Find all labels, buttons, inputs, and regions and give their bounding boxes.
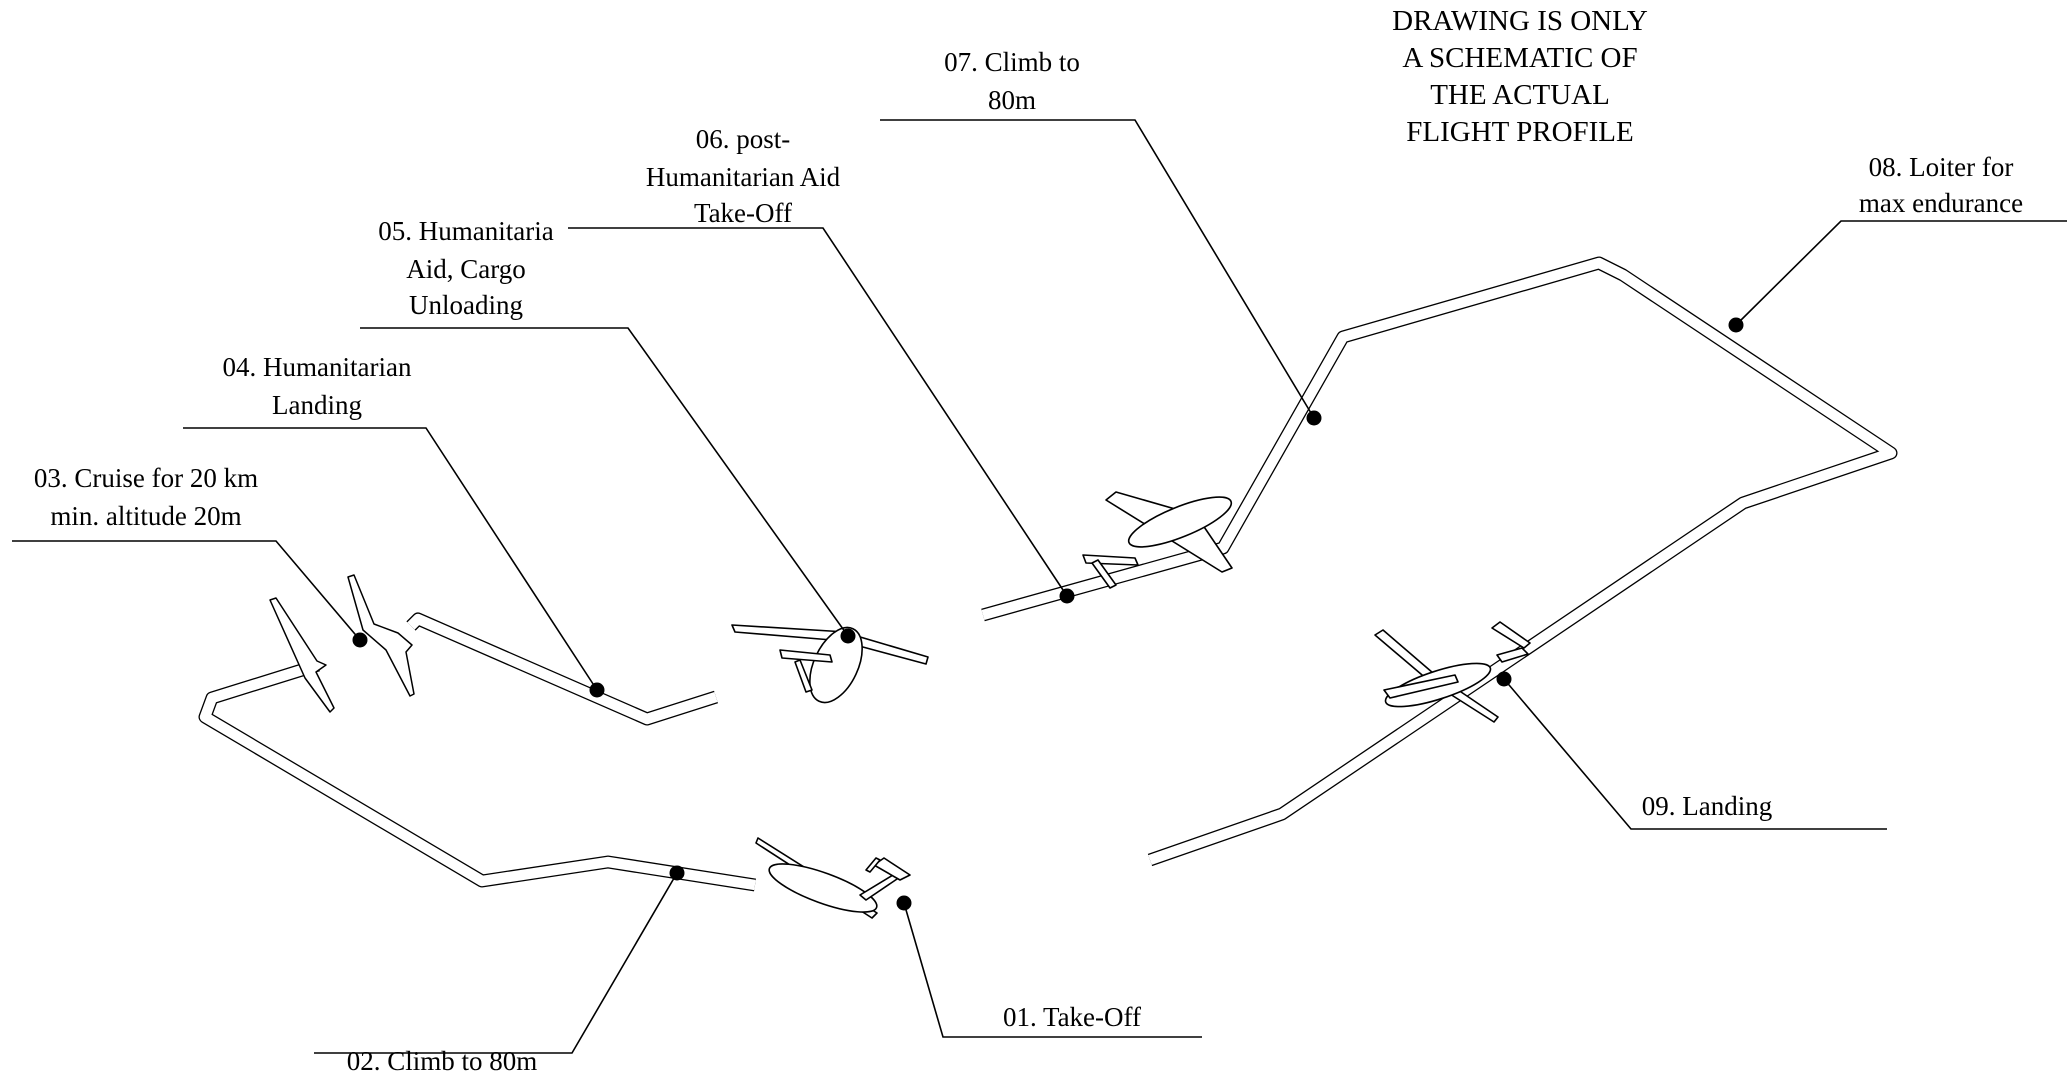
marker-07	[1306, 410, 1322, 426]
tail-fin-left-icon	[269, 597, 335, 713]
flight-path-segment-2	[406, 612, 718, 726]
note-line-2: A SCHEMATIC OF	[1402, 42, 1637, 74]
label-03-line-2: min. altitude 20m	[50, 501, 241, 531]
marker-01	[896, 895, 912, 911]
label-06-line-2: Humanitarian Aid	[646, 162, 841, 192]
label-02-line-1: 02. Climb to 80m	[347, 1046, 538, 1076]
aircraft-takeoff-icon	[755, 837, 911, 919]
leader-04	[183, 427, 598, 691]
label-05-line-3: Unloading	[409, 290, 523, 320]
note-line-4: FLIGHT PROFILE	[1406, 116, 1633, 148]
label-09-line-1: 09. Landing	[1642, 791, 1772, 821]
leader-06	[568, 227, 1068, 597]
label-07-line-2: 80m	[988, 85, 1036, 115]
label-05-line-2: Aid, Cargo	[406, 254, 526, 284]
marker-03	[352, 632, 368, 648]
label-08-line-2: max endurance	[1859, 188, 2023, 218]
label-04-line-1: 04. Humanitarian	[223, 352, 412, 382]
marker-04	[589, 682, 605, 698]
phase-markers	[352, 317, 1744, 911]
marker-02	[669, 865, 685, 881]
aircraft-landing-icon	[1374, 621, 1531, 723]
label-06-line-3: Take-Off	[694, 198, 792, 228]
label-06-line-1: 06. post-	[696, 124, 791, 154]
label-04-line-2: Landing	[272, 390, 362, 420]
note-line-1: DRAWING IS ONLY	[1392, 5, 1648, 37]
marker-06	[1059, 588, 1075, 604]
label-03-line-1: 03. Cruise for 20 km	[34, 463, 258, 493]
label-01-line-1: 01. Take-Off	[1003, 1002, 1141, 1032]
aircraft-climb-icon	[1082, 491, 1233, 589]
marker-05	[840, 628, 856, 644]
leader-02	[314, 872, 678, 1054]
leader-lines	[12, 119, 2067, 1054]
leader-08	[1735, 220, 2067, 326]
marker-09	[1496, 671, 1512, 687]
marker-08	[1728, 317, 1744, 333]
note-line-3: THE ACTUAL	[1430, 79, 1610, 111]
label-05-line-1: 05. Humanitaria	[378, 216, 553, 246]
aircraft-cargo-unloading-icon	[731, 624, 929, 704]
tail-fin-right-icon	[347, 574, 415, 697]
schematic-note: DRAWING IS ONLY A SCHEMATIC OF THE ACTUA…	[1392, 5, 1648, 148]
flight-path-segment-1	[198, 658, 757, 892]
leader-09	[1503, 678, 1887, 830]
leader-03	[12, 540, 361, 641]
label-07-line-1: 07. Climb to	[944, 47, 1080, 77]
label-08-line-1: 08. Loiter for	[1869, 152, 2014, 182]
flight-path-segment-3	[981, 256, 1898, 867]
leader-01	[903, 902, 1202, 1038]
leader-07	[880, 119, 1315, 419]
leader-05	[360, 327, 849, 637]
